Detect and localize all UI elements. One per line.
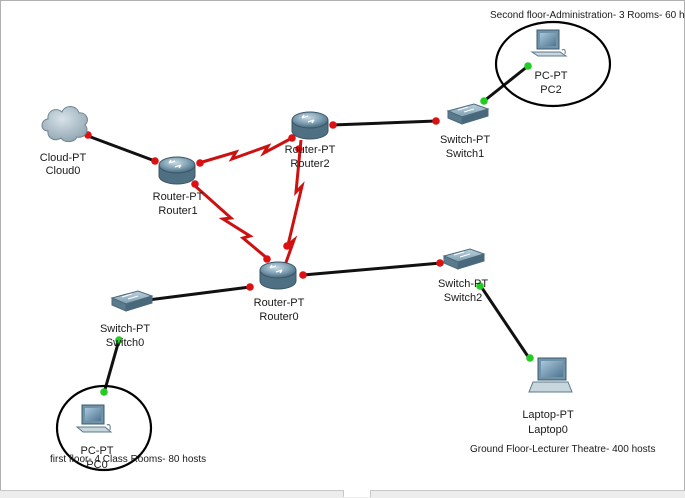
link-cloud0-router1[interactable] [87,134,156,163]
cloud0-name-label: Cloud0 [46,165,81,177]
port-indicators [84,62,534,396]
switch-icon [442,248,486,270]
port-router0-r1 [263,255,271,263]
port-router1-cloud [151,157,159,165]
port-pc2 [524,62,532,70]
switch-icon [446,103,490,125]
note-ground-floor[interactable]: Ground Floor-Lecturer Theatre- 400 hosts [470,444,655,455]
device-router2[interactable]: Router-PT Router2 [285,111,336,170]
router0-type-label: Router-PT [254,297,305,309]
switch-icon [110,290,154,312]
laptop-icon [528,357,573,393]
workspace-bottom-bar [0,490,685,498]
pc-icon [75,404,113,433]
switch1-type-label: Switch-PT [440,134,490,146]
router-icon [158,156,196,185]
link-router1-router2[interactable] [198,136,293,165]
port-switch1-r2 [432,117,440,125]
highlight-circle-pc0 [55,384,153,472]
port-router0-sw2 [299,271,307,279]
port-switch2-laptop [476,282,484,290]
link-router0-switch0[interactable] [147,285,251,302]
port-pc0 [100,388,108,396]
laptop0-type-label: Laptop-PT [522,409,574,421]
port-router0-sw0 [246,283,254,291]
device-switch1[interactable]: Switch-PT Switch1 [440,103,490,160]
router0-name-label: Router0 [259,311,298,323]
router2-type-label: Router-PT [285,144,336,156]
link-router2-switch1[interactable] [331,119,437,127]
router1-type-label: Router-PT [153,191,204,203]
link-router2-router0[interactable] [282,139,305,269]
pc-icon [530,29,568,57]
link-switch0-pc0[interactable] [102,339,121,394]
port-switch1-pc2 [480,97,488,105]
pc2-name-label: PC2 [540,84,561,96]
router1-name-label: Router1 [158,205,197,217]
router2-name-label: Router2 [290,158,329,170]
note-second-floor[interactable]: Second floor-Administration- 3 Rooms- 60… [490,10,685,21]
switch1-name-label: Switch1 [446,148,485,160]
cloud-icon [41,106,88,143]
switch0-type-label: Switch-PT [100,323,150,335]
device-pc2[interactable]: PC-PT PC2 [530,29,568,96]
link-switch2-laptop0[interactable] [478,284,531,359]
router-icon [291,111,329,140]
device-laptop0[interactable]: Laptop-PT Laptop0 [522,357,574,436]
switch0-name-label: Switch0 [106,337,145,349]
cloud0-type-label: Cloud-PT [40,152,87,164]
pc2-type-label: PC-PT [535,70,568,82]
device-switch0[interactable]: Switch-PT Switch0 [100,290,154,349]
port-router2-sw1 [329,121,337,129]
port-router1-r0 [191,180,199,188]
port-router1-r2 [196,159,204,167]
device-router0[interactable]: Router-PT Router0 [254,261,305,323]
highlight-circle-pc2 [494,20,612,108]
links-layer [84,62,534,396]
port-switch0-pc0 [115,336,123,344]
workspace-bottom-tab[interactable] [343,490,371,497]
port-switch2-r0 [436,259,444,267]
link-router1-router0[interactable] [193,183,269,261]
port-router2-r0 [295,145,303,153]
port-router2-r1 [288,134,296,142]
link-router0-switch2[interactable] [302,261,442,277]
switch2-name-label: Switch2 [444,292,483,304]
device-switch2[interactable]: Switch-PT Switch2 [438,248,488,304]
port-router0-r2 [283,242,291,250]
router-icon [259,261,297,290]
switch2-type-label: Switch-PT [438,278,488,290]
device-cloud0[interactable]: Cloud-PT Cloud0 [40,106,88,177]
port-laptop0 [526,354,534,362]
device-router1[interactable]: Router-PT Router1 [153,156,204,217]
laptop0-name-label: Laptop0 [528,424,568,436]
note-first-floor[interactable]: first floor- 4 Class Rooms- 80 hosts [50,454,206,465]
pc0-type-label: PC-PT [81,445,114,457]
link-switch1-pc2[interactable] [483,64,529,103]
